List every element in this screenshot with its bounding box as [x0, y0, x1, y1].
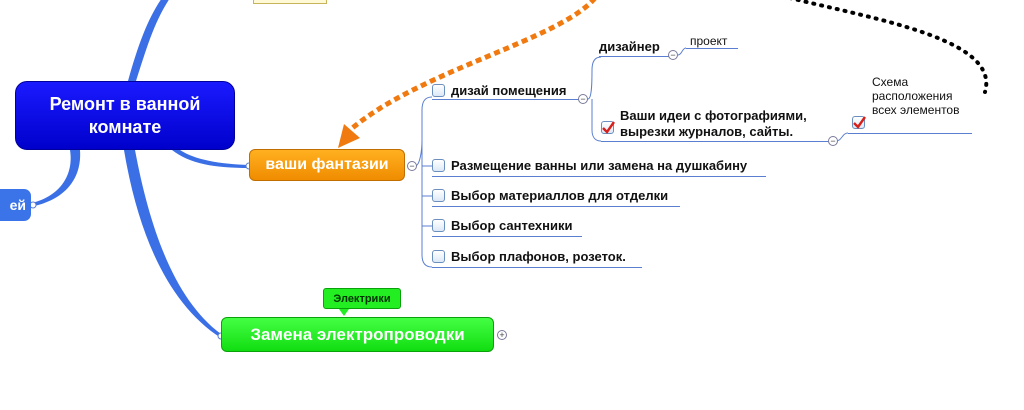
topic-underline — [432, 236, 582, 237]
subtopic-project[interactable]: проект — [690, 33, 727, 48]
branch-top — [128, 0, 169, 81]
partial-note-tag — [253, 0, 327, 4]
subtopic-label: дизай помещения — [451, 82, 567, 98]
subtopic-lamps[interactable]: Выбор плафонов, розеток. — [432, 248, 626, 265]
subtopic-design-room[interactable]: дизай помещения — [432, 82, 566, 98]
collapse-icon[interactable]: − — [578, 94, 588, 104]
connector-design — [587, 56, 602, 100]
red-check-icon[interactable] — [601, 121, 615, 134]
left-branch-topic[interactable]: ей — [0, 189, 31, 221]
topic-underline — [686, 48, 738, 49]
connector-fantasy — [414, 96, 433, 167]
subtopic-label: Выбор сантехники — [451, 218, 573, 233]
subtopic-plumbing[interactable]: Выбор сантехники — [432, 217, 572, 234]
collapse-icon[interactable]: − — [668, 50, 678, 60]
collapse-icon[interactable]: − — [407, 161, 417, 171]
topic-underline — [432, 99, 588, 100]
subtopic-label: Выбор материаллов для отделки — [451, 188, 669, 203]
topic-underline — [601, 141, 836, 142]
relationship-orange-arrowhead — [338, 124, 360, 148]
subtopic-label: проект — [690, 33, 728, 48]
subtopic-label: Ваши идеи с фотографиями, вырезки журнал… — [620, 108, 807, 139]
callout-tail — [339, 309, 349, 316]
checkbox-icon[interactable] — [432, 250, 445, 263]
central-topic[interactable]: Ремонт в ванной комнате — [15, 81, 235, 150]
red-check-icon[interactable] — [852, 116, 866, 129]
expand-icon[interactable]: + — [497, 330, 507, 340]
subtopic-label: Схема расположения всех элементов — [872, 75, 960, 117]
collapse-icon[interactable]: − — [828, 136, 838, 146]
subtopic-ideas[interactable]: Ваши идеи с фотографиями, вырезки журнал… — [601, 108, 826, 141]
branch-left — [30, 150, 81, 207]
connector-design — [591, 99, 602, 142]
subtopic-label: Выбор плафонов, розеток. — [451, 249, 626, 264]
checkbox-icon[interactable] — [432, 219, 445, 232]
topic-underline — [432, 267, 642, 268]
subtopic-label: Размещение ванны или замена на душкабину — [451, 158, 748, 173]
branch-electric — [124, 150, 221, 338]
topic-underline — [599, 56, 669, 57]
checkbox-icon[interactable] — [432, 159, 445, 172]
callout-electricians[interactable]: Электрики — [323, 288, 401, 309]
connector-designer — [677, 47, 687, 56]
subtopic-materials[interactable]: Выбор материаллов для отделки — [432, 187, 668, 204]
topic-underline — [432, 206, 680, 207]
topic-electric[interactable]: Замена электропроводки — [221, 317, 494, 352]
subtopic-bath[interactable]: Размещение ванны или замена на душкабину — [432, 157, 747, 174]
topic-underline — [848, 133, 972, 134]
checkbox-icon[interactable] — [432, 83, 445, 97]
connector-fantasy — [421, 140, 433, 268]
branch-fantasy — [172, 150, 249, 168]
subtopic-designer[interactable]: дизайнер — [599, 38, 660, 54]
subtopic-label: дизайнер — [599, 38, 660, 54]
topic-underline — [432, 176, 766, 177]
checkbox-icon[interactable] — [432, 189, 445, 202]
topic-fantasy[interactable]: ваши фантазии — [249, 149, 405, 181]
subtopic-scheme[interactable]: Схема расположения всех элементов — [852, 75, 970, 132]
relationship-orange — [348, 0, 597, 132]
